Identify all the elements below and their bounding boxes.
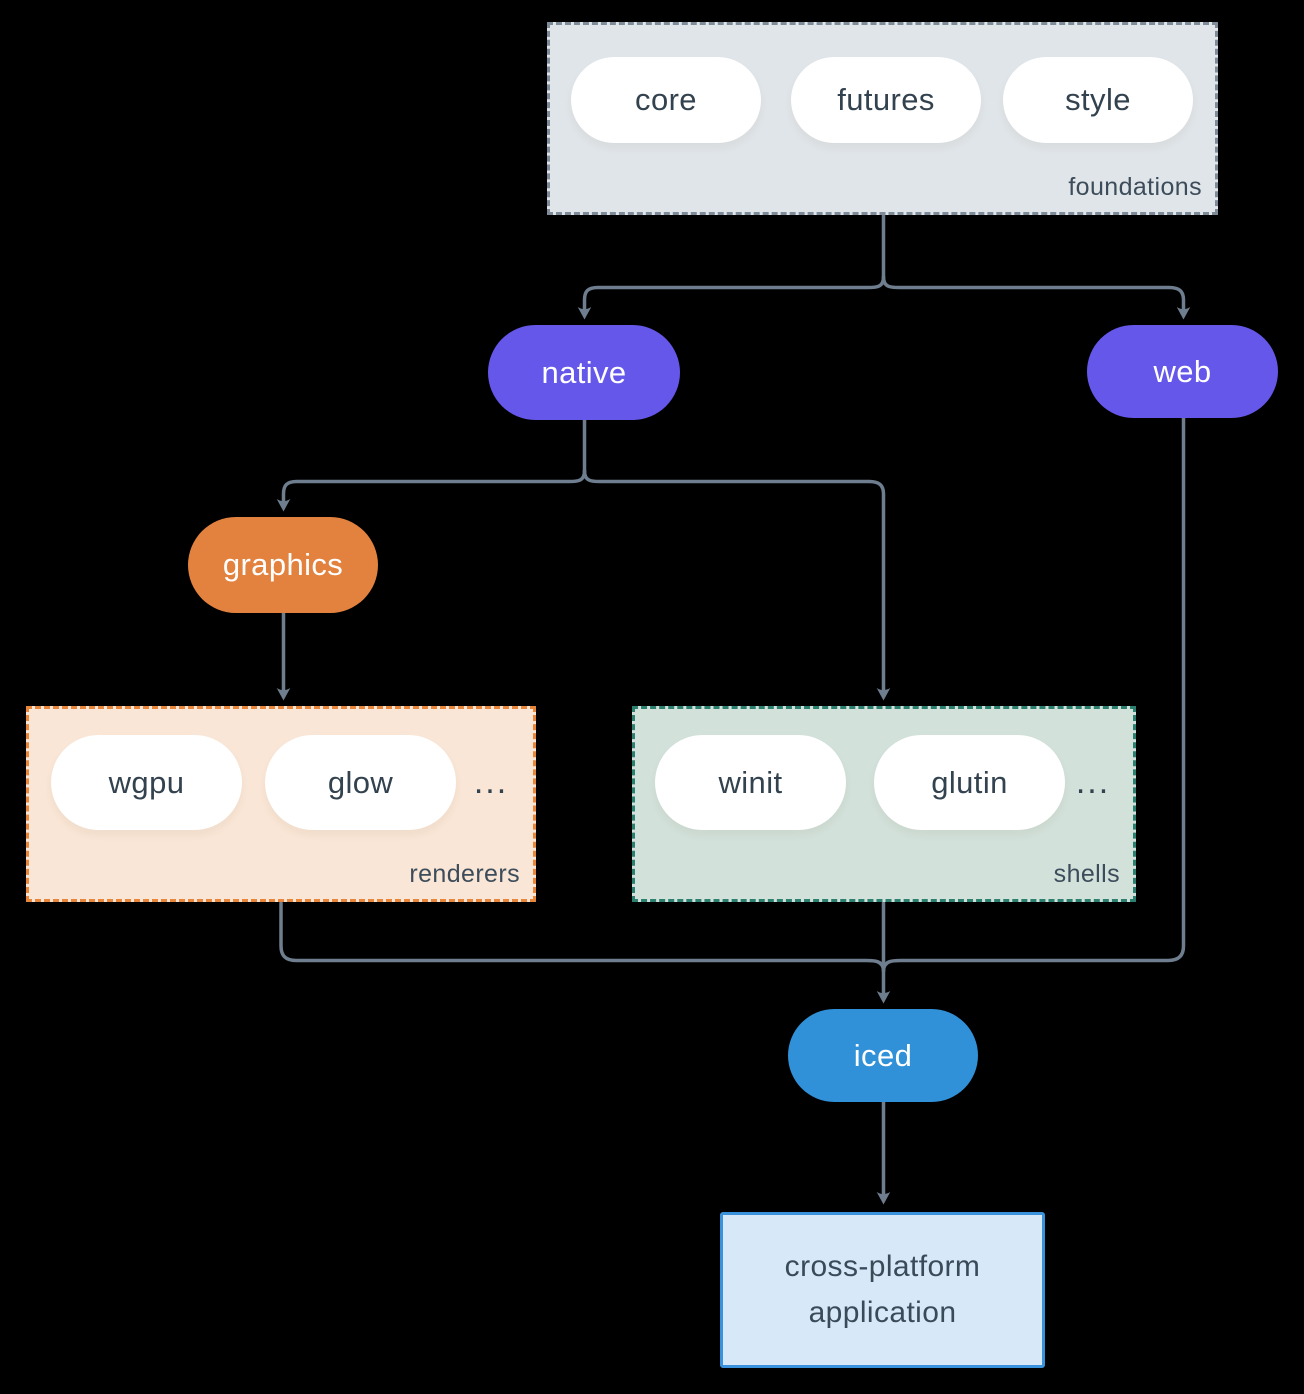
group-renderers-label: renderers [409, 860, 520, 888]
node-iced-label: iced [853, 1037, 913, 1073]
node-native-label: native [541, 354, 627, 390]
shells-ellipsis: ... [1075, 763, 1111, 801]
node-web-label: web [1153, 353, 1212, 389]
node-style: style [1003, 57, 1193, 143]
node-futures: futures [791, 57, 981, 143]
node-core: core [571, 57, 761, 143]
node-glow: glow [265, 735, 456, 830]
node-iced: iced [788, 1009, 978, 1102]
group-shells-label: shells [1053, 860, 1120, 888]
node-web: web [1087, 325, 1278, 418]
connector-native-to-shells [582, 469, 891, 701]
connector-foundations-to-web [881, 275, 1191, 320]
node-application: cross-platform application [720, 1212, 1045, 1368]
node-style-label: style [1065, 82, 1131, 117]
renderers-ellipsis: ... [473, 763, 509, 801]
node-wgpu-label: wgpu [108, 764, 185, 800]
group-foundations: core futures style foundations [547, 22, 1218, 215]
node-futures-label: futures [837, 82, 935, 117]
node-wgpu: wgpu [51, 735, 242, 830]
node-glow-label: glow [327, 764, 394, 800]
node-graphics: graphics [188, 517, 378, 613]
group-renderers: wgpu glow ... renderers [26, 706, 536, 902]
connector-foundations-to-native [577, 275, 886, 320]
connector-renderers-to-join [279, 901, 886, 973]
connector-native-to-graphics [276, 469, 587, 512]
node-winit: winit [655, 735, 846, 830]
group-shells: winit glutin ... shells [632, 706, 1136, 902]
node-core-label: core [635, 82, 697, 117]
node-graphics-label: graphics [222, 547, 344, 582]
group-foundations-label: foundations [1068, 173, 1202, 201]
node-application-label: cross-platform application [784, 1249, 981, 1330]
node-glutin-label: glutin [931, 764, 1008, 800]
node-native: native [488, 325, 680, 420]
node-winit-label: winit [718, 764, 783, 800]
node-glutin: glutin [874, 735, 1065, 830]
